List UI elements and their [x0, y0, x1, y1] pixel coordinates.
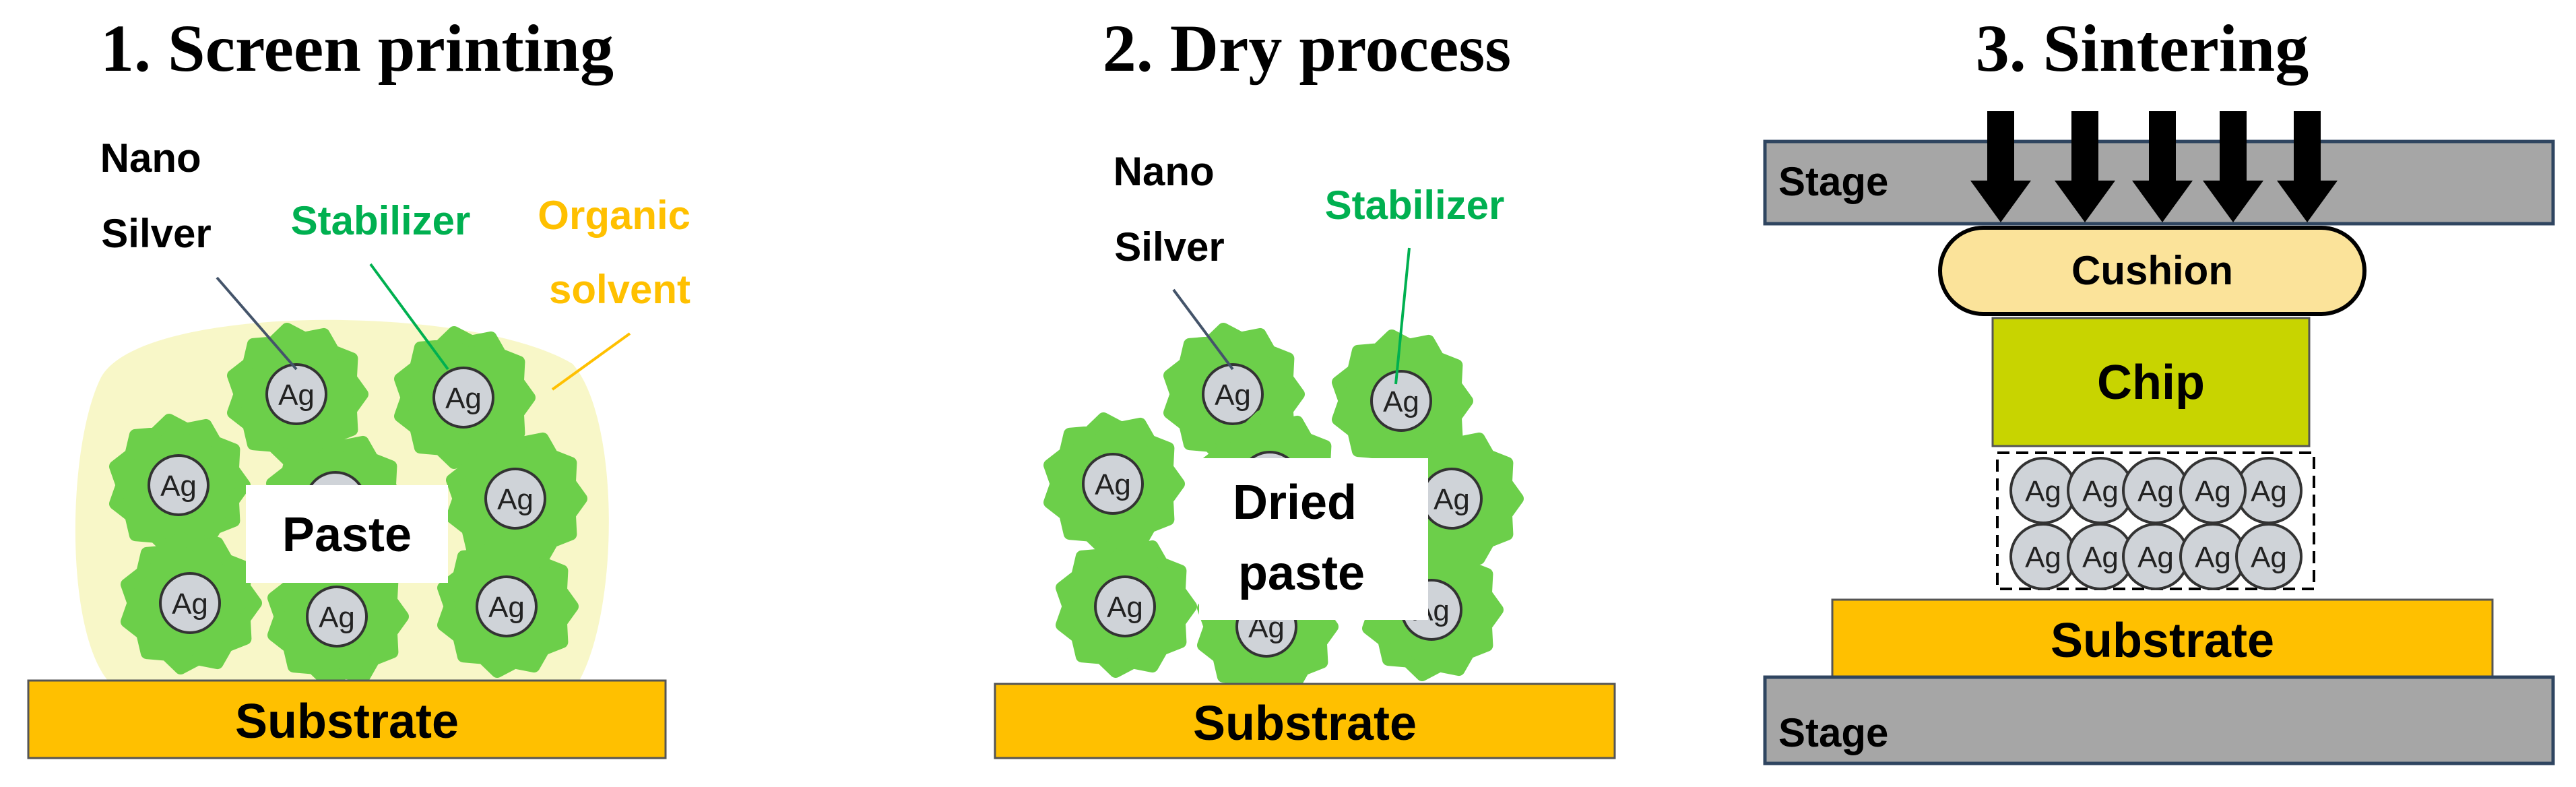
dried-paste-line-1: Dried [1233, 476, 1357, 530]
panel-2-substrate-label: Substrate [1193, 697, 1417, 751]
ag-label: Ag [2195, 475, 2231, 508]
silver-particle: Ag [227, 323, 368, 466]
silver-particle: Ag [446, 427, 587, 570]
bottom-stage-label: Stage [1778, 710, 1888, 755]
ag-label: Ag [1215, 379, 1251, 412]
paste-label: Paste [282, 508, 412, 562]
organic-solvent-line-1: Organic [538, 193, 690, 238]
paste-label-box [246, 485, 448, 583]
panel-1-title: 1. Screen printing [100, 11, 614, 86]
panel-3-title: 3. Sintering [1976, 11, 2309, 86]
silver-core [306, 586, 368, 648]
ag-label: Ag [160, 470, 197, 503]
silver-particle: Ag [2009, 457, 2077, 524]
panel-1-substrate-label: Substrate [235, 695, 459, 749]
silver-particle: Ag [121, 532, 262, 674]
pressure-arrow [2277, 111, 2338, 222]
ag-label: Ag [497, 483, 534, 516]
ag-label: Ag [1434, 483, 1470, 516]
stabilizer-leader-2 [1394, 247, 1411, 385]
dried-paste-label: Dried paste [1233, 476, 1370, 600]
panel-1-nano-silver-line-2: Silver [101, 211, 211, 256]
ag-label: Ag [2137, 541, 2174, 574]
silver-particle: Ag [2067, 523, 2134, 590]
nano-silver-leader-2 [1172, 288, 1234, 371]
pressure-arrow [2055, 111, 2115, 222]
silver-core [1202, 363, 1264, 425]
silver-core [159, 572, 221, 634]
ag-label: Ag [2195, 541, 2231, 574]
panel-2-substrate [994, 683, 1616, 759]
silver-particle: Ag [1043, 412, 1185, 555]
panel-2-nano-silver-label: Nano Silver [1114, 149, 1226, 270]
panel-1-substrate [27, 679, 667, 759]
silver-particle: Ag [394, 326, 536, 469]
silver-core [1370, 370, 1432, 432]
silver-core [265, 363, 327, 425]
silver-core [2235, 523, 2303, 590]
pressure-arrow [1970, 111, 2031, 222]
panel-2-title: 2. Dry process [1103, 11, 1511, 86]
panel-2-stabilizer-label: Stabilizer [1325, 183, 1505, 228]
organic-solvent-label: Organic solvent [538, 193, 701, 312]
silver-particle: Ag [1056, 535, 1197, 678]
silver-particle: Ag [2179, 457, 2247, 524]
silver-particle: Ag [2009, 523, 2077, 590]
chip [1991, 317, 2311, 447]
panel-1-nano-silver-line-1: Nano [100, 135, 201, 181]
dried-paste-line-2: paste [1238, 546, 1365, 600]
silver-particle: Ag [2122, 457, 2189, 524]
ag-label: Ag [319, 601, 355, 634]
ag-label: Ag [2251, 475, 2287, 508]
ag-label: Ag [2082, 475, 2119, 508]
bottom-stage [1763, 675, 2555, 765]
pressure-arrow [2203, 111, 2263, 222]
silver-core [432, 367, 494, 429]
ag-label: Ag [488, 591, 525, 624]
silver-core [1094, 575, 1156, 637]
panel-3-substrate-label: Substrate [2051, 614, 2274, 668]
silver-core [148, 454, 210, 516]
silver-core [1082, 453, 1144, 515]
pressure-arrows [1970, 111, 2338, 222]
ag-label: Ag [2137, 475, 2174, 508]
pressure-arrow [2132, 111, 2193, 222]
chip-label: Chip [2097, 356, 2205, 410]
ag-label: Ag [1383, 385, 1419, 418]
panel-2-nano-silver-line-1: Nano [1114, 149, 1215, 194]
top-stage-label: Stage [1778, 159, 1888, 204]
stabilizer-leader-1 [369, 263, 449, 371]
panel-1-stabilizer-label: Stabilizer [291, 198, 471, 243]
silver-particle: Ag [2122, 523, 2189, 590]
dried-paste-label-box [1199, 458, 1428, 620]
ag-label: Ag [2025, 475, 2061, 508]
silver-core [484, 468, 546, 530]
panel-1-nano-silver-label: Nano Silver [100, 135, 213, 256]
ag-label: Ag [2082, 541, 2119, 574]
ag-label: Ag [172, 588, 208, 621]
silver-particle: Ag [109, 414, 251, 557]
silver-particle: Ag [2235, 523, 2303, 590]
silver-core [476, 575, 538, 637]
nano-silver-leader-1 [216, 276, 298, 371]
cushion [1938, 226, 2366, 316]
panel-2-nano-silver-line-2: Silver [1114, 224, 1224, 270]
ag-label: Ag [445, 382, 482, 415]
ag-label: Ag [278, 379, 315, 412]
organic-solvent-line-2: solvent [549, 267, 690, 312]
ag-label: Ag [1095, 468, 1131, 501]
cushion-label: Cushion [2071, 248, 2233, 293]
ag-label: Ag [2025, 541, 2061, 574]
silver-particle: Ag [437, 535, 579, 678]
organic-solvent-leader [551, 332, 631, 391]
silver-particle: Ag [2179, 523, 2247, 590]
ag-label: Ag [2251, 541, 2287, 574]
ag-label: Ag [1107, 591, 1143, 624]
